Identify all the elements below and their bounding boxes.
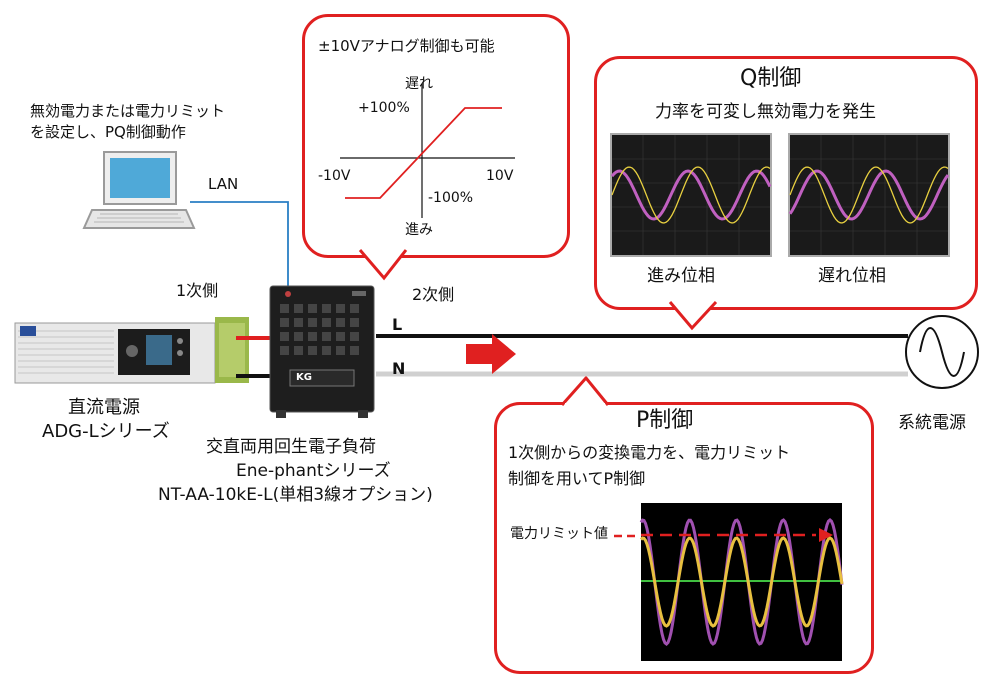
electronic-load-device [269,285,375,418]
lag-phase-waveform [788,135,950,255]
p-control-waveform [639,518,844,646]
p-bubble-line2: 制御を用いてP制御 [508,469,646,488]
lag-phase-label: 遅れ位相 [818,266,886,286]
grid-label: 系統電源 [898,413,966,433]
plus100-label: +100% [358,100,410,116]
p-bubble-tail [560,375,610,411]
dc-power-supply-device [14,317,249,384]
q-bubble-tail [668,297,718,331]
line-N-label: N [392,359,406,378]
load-name: 交直両用回生電子負荷 [206,437,376,457]
minus10v-label: -10V [318,168,351,184]
power-flow-arrow [466,334,516,374]
output-lines [376,334,908,377]
q-bubble-subtitle: 力率を可変し無効電力を発生 [655,102,876,122]
dc-source-name: 直流電源 [68,397,140,418]
analog-control-bubble [302,14,570,258]
power-limit-label: 電力リミット値 [510,526,608,542]
p-bubble-title: P制御 [636,408,694,433]
lan-label: LAN [208,175,239,193]
lag-label: 遅れ [405,76,433,92]
analog-characteristic-graph [340,84,515,218]
line-L-label: L [392,315,403,334]
lead-label: 進み [405,222,433,238]
lan-cable [190,201,289,288]
primary-label: 1次側 [176,281,219,300]
laptop-icon [82,151,196,229]
lead-phase-waveform [610,135,772,255]
analog-bubble-title: ±10Vアナログ制御も可能 [318,37,495,55]
dc-source-series: ADG-Lシリーズ [42,421,170,442]
lead-phase-label: 進み位相 [647,266,715,286]
pc-note-line2: を設定し、PQ制御動作 [30,123,186,141]
power-limit-dash [614,534,638,538]
dc-connection [236,336,272,378]
load-series: Ene-phantシリーズ [236,461,391,481]
q-bubble-title: Q制御 [740,66,802,91]
p-bubble-line1: 1次側からの変換電力を、電力リミット [508,443,791,462]
grid-ac-source-icon [905,315,979,389]
secondary-label: 2次側 [412,285,455,304]
plus10v-label: 10V [486,168,514,184]
load-model: NT-AA-10kE-L(単相3線オプション) [158,485,433,505]
pc-note-line1: 無効電力または電力リミット [30,102,226,120]
minus100-label: -100% [428,190,474,206]
analog-bubble-tail [358,245,408,281]
load-brand-badge: KG [296,372,312,383]
